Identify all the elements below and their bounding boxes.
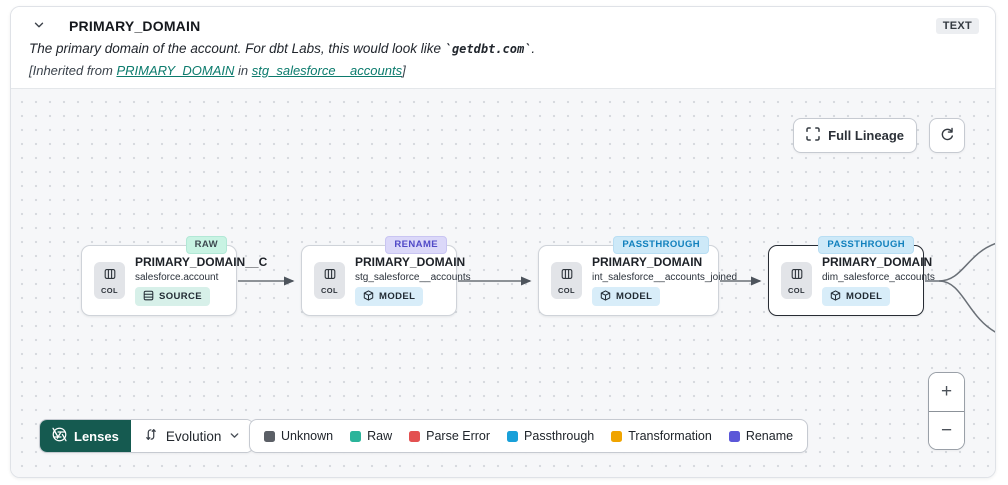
table-columns-icon: [104, 267, 116, 285]
lineage-canvas[interactable]: Full Lineage RAW COL PRIMARY_DOMAIN__C s…: [11, 89, 995, 477]
evolution-legend: Unknown Raw Parse Error Passthrough Tran…: [249, 419, 809, 453]
lenses-button[interactable]: Lenses: [40, 420, 131, 452]
legend-item: Passthrough: [507, 429, 594, 443]
legend-item: Rename: [728, 429, 793, 443]
full-lineage-button[interactable]: Full Lineage: [793, 118, 917, 153]
lens-selected-label: Evolution: [165, 428, 222, 444]
column-badge: COL: [781, 262, 812, 299]
node-model-name: int_salesforce__accounts_joined: [592, 272, 738, 283]
database-icon: [143, 290, 154, 304]
lineage-node-staging[interactable]: RENAME COL PRIMARY_DOMAIN stg_salesforce…: [301, 236, 471, 316]
evolution-tag: PASSTHROUGH: [613, 236, 709, 254]
inherited-column-link[interactable]: PRIMARY_DOMAIN: [116, 63, 235, 78]
full-lineage-label: Full Lineage: [828, 128, 904, 143]
lineage-node-source[interactable]: RAW COL PRIMARY_DOMAIN__C salesforce.acc…: [81, 236, 267, 316]
zoom-controls: + −: [928, 372, 965, 450]
table-columns-icon: [791, 267, 803, 285]
node-model-name: stg_salesforce__accounts: [355, 272, 471, 283]
zoom-out-button[interactable]: −: [929, 411, 964, 449]
zoom-in-button[interactable]: +: [929, 373, 964, 411]
cube-icon: [363, 289, 374, 304]
resource-type-badge: SOURCE: [135, 287, 211, 306]
refresh-button[interactable]: [929, 118, 965, 153]
collapse-button[interactable]: [29, 16, 49, 36]
node-column-name: PRIMARY_DOMAIN: [822, 255, 933, 269]
expand-icon: [806, 127, 820, 144]
inherited-model-link[interactable]: stg_salesforce__accounts: [251, 63, 403, 78]
table-columns-icon: [324, 267, 336, 285]
evolution-tag: PASSTHROUGH: [818, 236, 914, 254]
evolution-tag: RAW: [185, 236, 227, 254]
legend-swatch: [409, 430, 421, 442]
legend-item: Raw: [350, 429, 392, 443]
column-lineage-panel: PRIMARY_DOMAIN TEXT The primary domain o…: [10, 6, 996, 478]
lineage-node-dim-selected[interactable]: PASSTHROUGH COL PRIMARY_DOMAIN dim_sales…: [768, 236, 935, 316]
cube-icon: [600, 289, 611, 304]
legend-swatch: [611, 430, 623, 442]
resource-type-badge: MODEL: [355, 287, 424, 306]
column-badge: COL: [314, 262, 345, 299]
node-model-name: salesforce.account: [135, 272, 219, 283]
lenses-label: Lenses: [74, 428, 119, 444]
legend-swatch: [507, 430, 519, 442]
legend-swatch: [350, 430, 362, 442]
refresh-icon: [939, 126, 956, 146]
legend-swatch: [264, 430, 275, 442]
chevron-down-icon: [33, 19, 45, 34]
node-model-name: dim_salesforce_accounts: [822, 272, 935, 283]
legend-swatch: [728, 430, 740, 442]
chevron-down-icon: [229, 429, 240, 444]
page-title: PRIMARY_DOMAIN: [69, 18, 201, 34]
resource-type-badge: MODEL: [592, 287, 661, 306]
legend-item: Transformation: [611, 429, 712, 443]
lineage-node-intermediate[interactable]: PASSTHROUGH COL PRIMARY_DOMAIN int_sales…: [538, 236, 737, 316]
column-header: PRIMARY_DOMAIN TEXT The primary domain o…: [11, 7, 995, 89]
cube-icon: [830, 289, 841, 304]
legend-item: Unknown: [264, 429, 333, 443]
aperture-icon: [52, 427, 67, 445]
evolution-tag: RENAME: [385, 236, 447, 254]
inline-code: `getdbt.com`: [444, 42, 532, 56]
table-columns-icon: [561, 267, 573, 285]
column-badge: COL: [94, 262, 125, 299]
evolution-icon: [144, 427, 158, 445]
node-column-name: PRIMARY_DOMAIN__C: [135, 255, 268, 269]
lens-dropdown[interactable]: Evolution: [130, 420, 254, 452]
legend-item: Parse Error: [409, 429, 490, 443]
column-description: The primary domain of the account. For d…: [29, 41, 536, 56]
node-column-name: PRIMARY_DOMAIN: [355, 255, 466, 269]
lenses-control-group: Lenses Evolution: [39, 419, 255, 453]
column-badge: COL: [551, 262, 582, 299]
inherited-from-line: [Inherited from PRIMARY_DOMAIN in stg_sa…: [29, 63, 406, 78]
column-type-badge: TEXT: [935, 18, 979, 34]
node-column-name: PRIMARY_DOMAIN: [592, 255, 703, 269]
resource-type-badge: MODEL: [822, 287, 891, 306]
